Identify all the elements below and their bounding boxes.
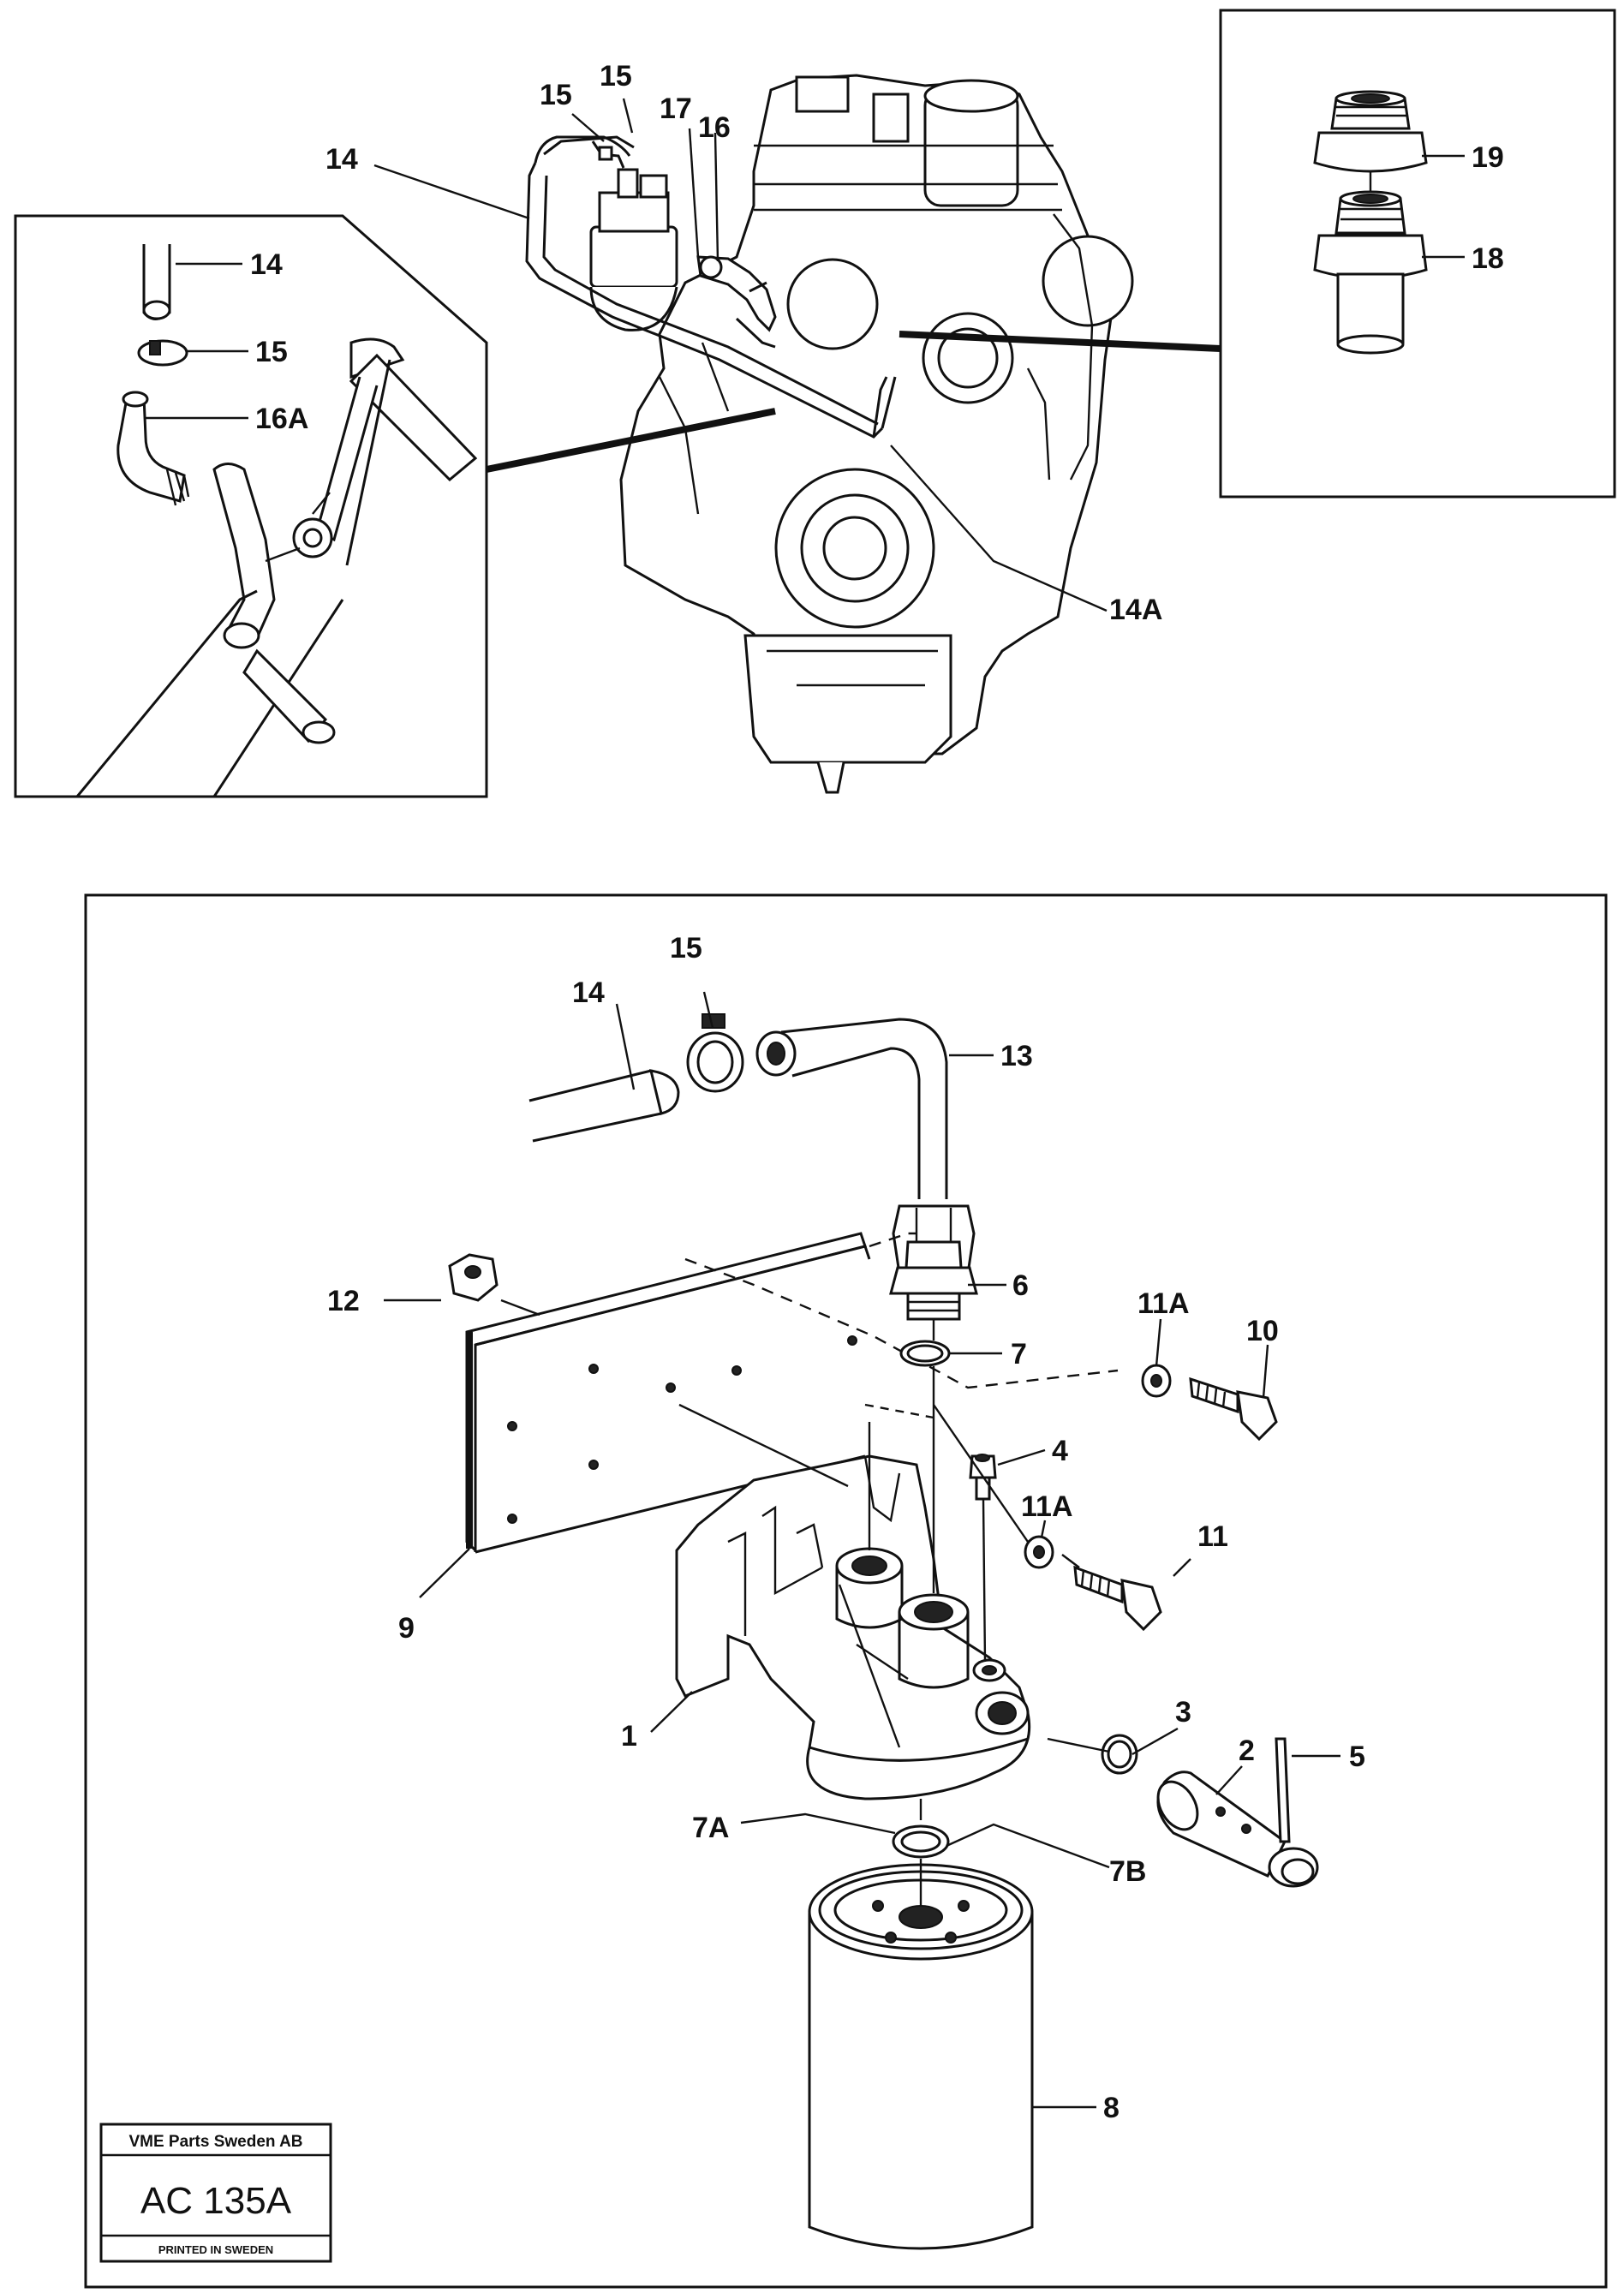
left-inset: [14, 214, 488, 798]
callout-label: 7A: [692, 1812, 729, 1844]
callout-label: 18: [1472, 242, 1504, 275]
callout-label: 8: [1103, 2092, 1119, 2124]
callout-label: 14A: [1109, 594, 1162, 626]
connector-left: [486, 408, 776, 473]
top-leaders: [373, 98, 1108, 612]
callout-label: 17: [660, 93, 692, 125]
callout-label: 16A: [255, 403, 308, 435]
stamp-printed: PRINTED IN SWEDEN: [158, 2243, 273, 2256]
stamp-company: VME Parts Sweden AB: [128, 2133, 302, 2151]
stamp-code: AC 135A: [140, 2180, 292, 2222]
callout-label: 19: [1472, 141, 1504, 174]
callout-label: 6: [1012, 1269, 1029, 1302]
callout-label: 13: [1000, 1040, 1033, 1072]
stamp-box: VME Parts Sweden AB AC 135A PRINTED IN S…: [99, 2123, 332, 2263]
callout-label: 15: [255, 336, 288, 368]
callout-label: 7: [1011, 1338, 1027, 1370]
main-frame: [84, 893, 1608, 2289]
callout-label: 14: [250, 248, 283, 281]
callout-label: 16: [698, 111, 731, 144]
callout-label: 14: [572, 976, 605, 1009]
engine-illustration: [525, 74, 1134, 794]
callout-label: 12: [327, 1285, 360, 1317]
callout-label: 11A: [1021, 1490, 1073, 1523]
callout-label: 9: [398, 1612, 415, 1645]
right-inset: [1219, 9, 1616, 499]
callout-label: 15: [540, 79, 572, 111]
connector-right: [899, 331, 1221, 352]
callout-label: 11A: [1137, 1287, 1190, 1320]
main-assembly: [448, 1013, 1319, 2250]
callout-label: 15: [600, 60, 632, 93]
callout-label: 11: [1197, 1520, 1228, 1553]
callout-label: 14: [325, 143, 358, 176]
callout-label: 5: [1349, 1741, 1365, 1773]
callout-label: 4: [1052, 1435, 1068, 1467]
callout-label: 1: [621, 1720, 637, 1753]
callout-label: 2: [1239, 1735, 1255, 1767]
callout-label: 7B: [1109, 1855, 1146, 1888]
callout-label: 10: [1246, 1315, 1279, 1347]
left-inset-leaders: [146, 262, 248, 420]
right-inset-leaders: [1422, 154, 1465, 259]
callout-label: 3: [1175, 1696, 1191, 1729]
main-leaders: [384, 991, 1340, 2109]
callout-label: 15: [670, 932, 702, 964]
